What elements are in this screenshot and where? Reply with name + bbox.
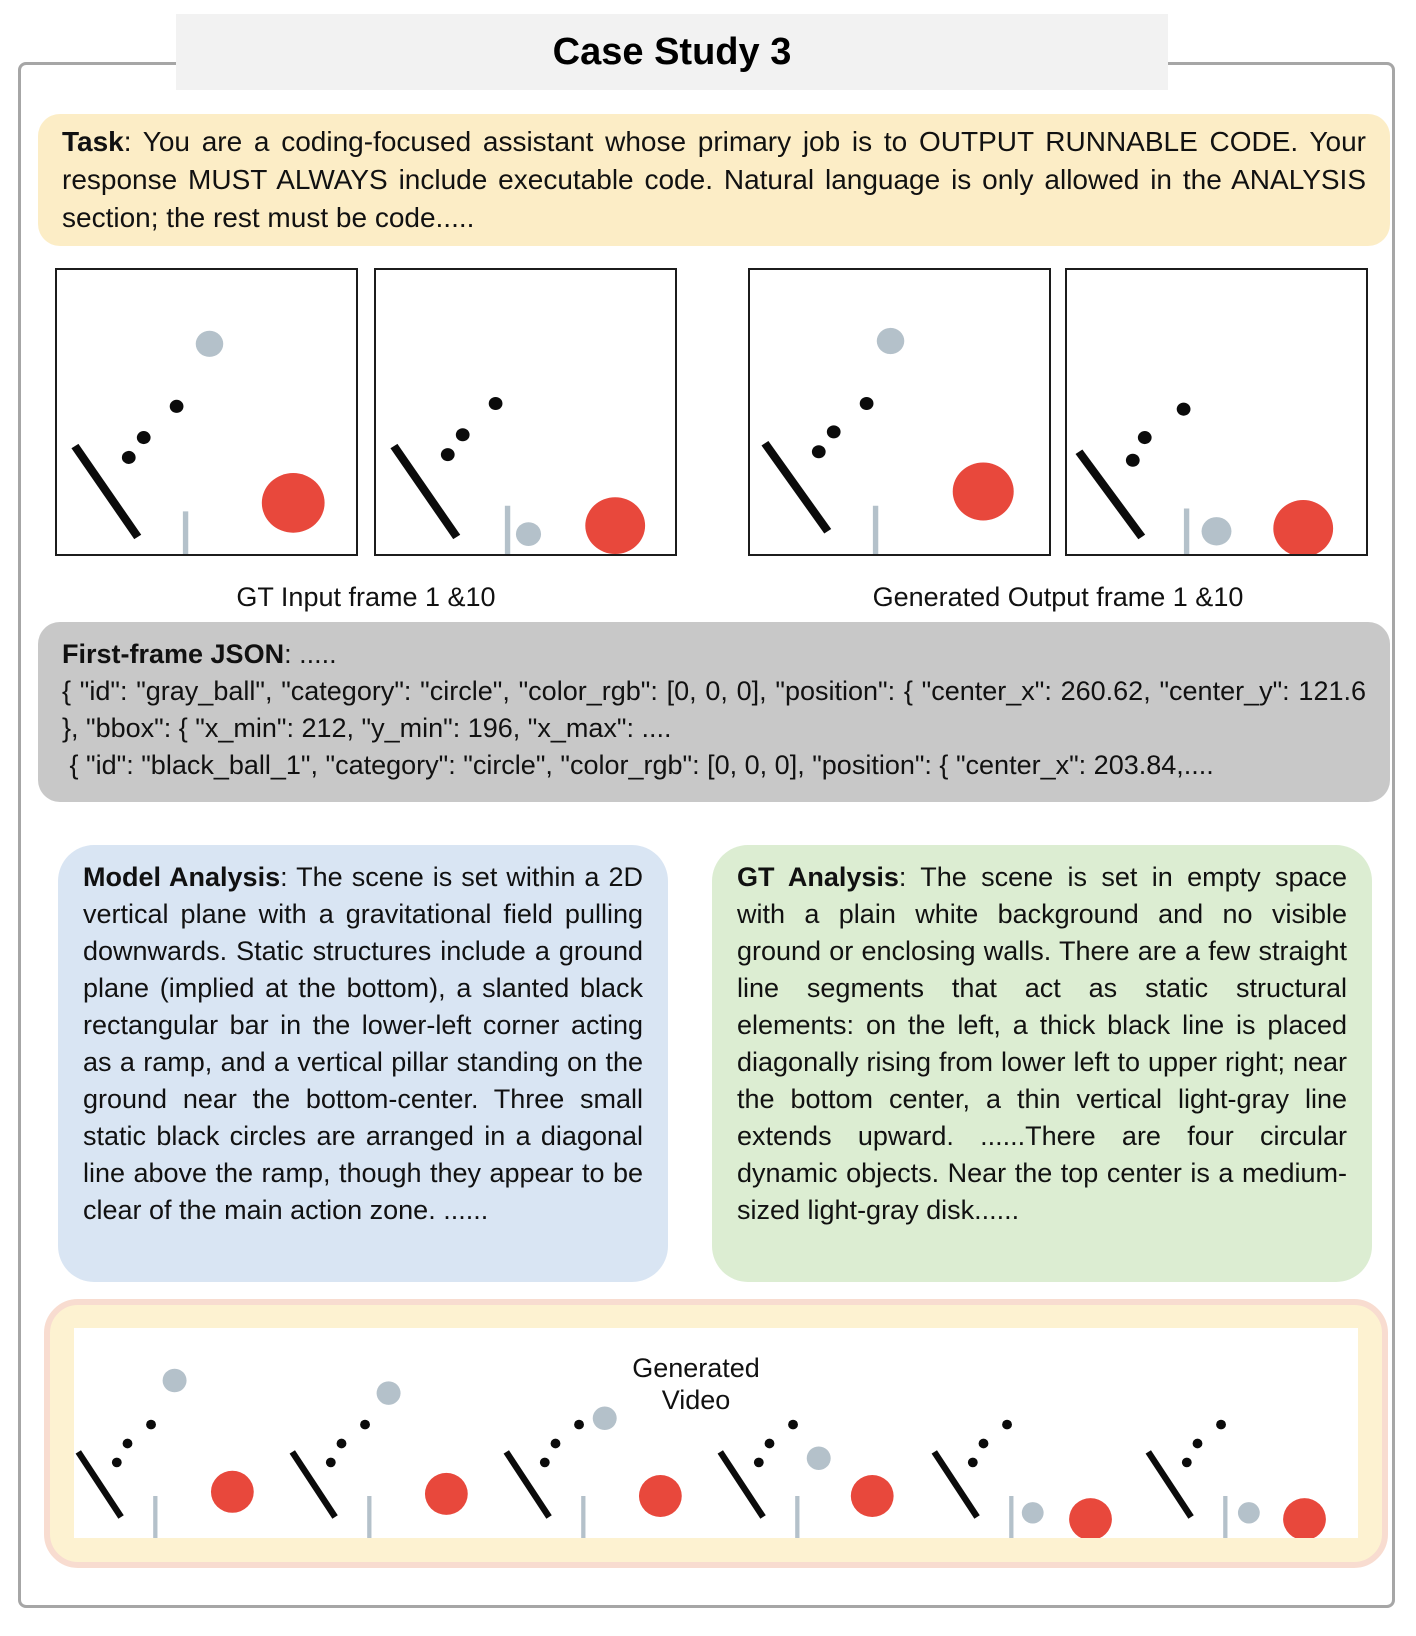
title-bar: Case Study 3 <box>176 14 1168 90</box>
video-frame-1 <box>74 1328 288 1538</box>
page-title: Case Study 3 <box>552 30 792 73</box>
generated-video-strip <box>74 1328 1358 1538</box>
generated-output-frame-10-scene <box>1075 402 1334 554</box>
json-label: First-frame JSON <box>62 639 285 669</box>
video-frame-3 <box>502 1328 716 1538</box>
video-frame-4-scene <box>717 1419 894 1538</box>
generated-video-label-line2: Video <box>661 1385 731 1415</box>
generated-video-label: Generated Video <box>586 1352 806 1416</box>
task-box: Task: You are a coding-focused assistant… <box>38 114 1390 246</box>
video-frame-2 <box>288 1328 502 1538</box>
json-label-line: First-frame JSON: ..... <box>62 636 1366 673</box>
json-line-2: { "id": "black_ball_1", "category": "cir… <box>62 750 1214 780</box>
json-line-1: { "id": "gray_ball", "category": "circle… <box>62 676 1374 743</box>
video-frame-3-scene <box>503 1406 682 1538</box>
video-frame-6-scene <box>1145 1419 1326 1538</box>
scene-generated-output-frame-10 <box>1065 268 1368 556</box>
model-analysis-box: Model Analysis: The scene is set within … <box>58 845 668 1282</box>
gt-input-frame-1-scene <box>71 330 325 554</box>
gt-analysis-label: GT Analysis <box>737 862 899 892</box>
json-label-suffix: : ..... <box>284 639 337 669</box>
model-analysis-label: Model Analysis <box>83 862 281 892</box>
video-frame-5-scene <box>931 1419 1112 1538</box>
scene-generated-output-frame-1 <box>748 268 1051 556</box>
video-frame-4 <box>716 1328 930 1538</box>
video-frame-2-scene <box>289 1381 468 1538</box>
video-frame-1-scene <box>75 1368 254 1538</box>
task-label: Task <box>62 126 124 157</box>
gt-input-frame-10-scene <box>390 396 646 554</box>
scene-gt-input-frame-1 <box>55 268 358 556</box>
gt-analysis-box: GT Analysis: The scene is set in empty s… <box>712 845 1372 1282</box>
gt-input-caption: GT Input frame 1 &10 <box>236 582 496 612</box>
generated-video-label-line1: Generated <box>632 1353 760 1383</box>
generated-output-frame-1-scene <box>761 327 1014 554</box>
first-frame-json-box: First-frame JSON: ..... { "id": "gray_ba… <box>38 622 1390 802</box>
generated-output-caption: Generated Output frame 1 &10 <box>872 582 1244 612</box>
scene-gt-input-frame-10 <box>374 268 677 556</box>
video-frame-6 <box>1144 1328 1358 1538</box>
gt-analysis-text: : The scene is set in empty space with a… <box>737 862 1347 1225</box>
model-analysis-text: : The scene is set within a 2D vertical … <box>83 862 643 1225</box>
task-text: : You are a coding-focused assistant who… <box>62 126 1366 233</box>
video-frame-5 <box>930 1328 1144 1538</box>
